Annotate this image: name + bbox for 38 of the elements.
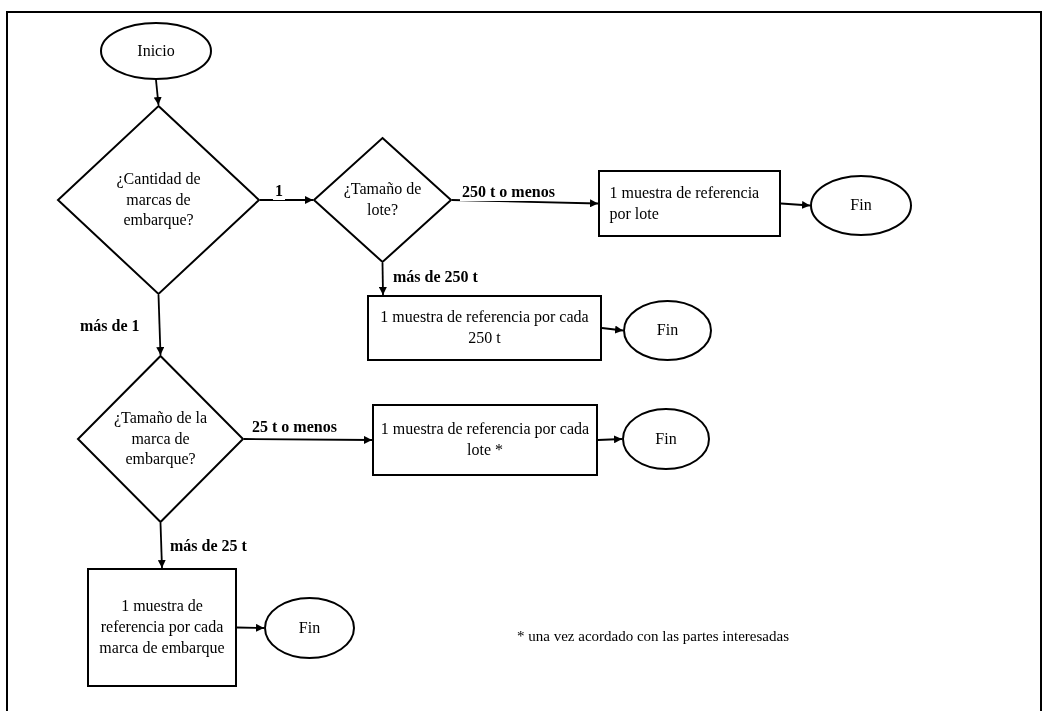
footnote: * una vez acordado con las partes interesadas (517, 628, 789, 645)
decision-diamond (313, 137, 452, 263)
arrow (780, 200, 811, 209)
node-text: 1 muestra de referencia por cada marca de embarque (98, 596, 226, 659)
arrow (259, 196, 314, 204)
node-text: ¿Tamaño de la marca de embarque? (112, 407, 209, 470)
node-text: ¿Cantidad de marcas de embarque? (115, 168, 202, 231)
node-text: Fin (849, 195, 873, 216)
arrow (601, 325, 624, 334)
arrow (378, 262, 387, 296)
edge-label: 250 t o menos (460, 183, 557, 201)
decision-diamond (57, 105, 260, 295)
process-box (598, 170, 781, 237)
arrow (236, 623, 265, 632)
arrow (153, 79, 162, 106)
node-text: 1 muestra de referencia por lote (609, 182, 761, 225)
process-box (372, 404, 598, 476)
arrow (451, 199, 599, 208)
process-box (367, 295, 602, 361)
terminal-ellipse (810, 175, 912, 236)
node-text: ¿Tamaño de lote? (342, 179, 423, 220)
terminal-ellipse (100, 22, 212, 80)
node-text: Inicio (136, 40, 176, 61)
node-text: Fin (655, 320, 680, 341)
arrow (156, 294, 165, 356)
process-box (87, 568, 237, 687)
arrow (157, 522, 166, 569)
terminal-ellipse (623, 300, 712, 361)
node-text: Fin (654, 428, 678, 449)
terminal-ellipse (264, 597, 355, 659)
decision-diamond (77, 355, 244, 523)
terminal-ellipse (622, 408, 710, 470)
edge-label: 1 (273, 182, 285, 200)
node-text: 1 muestra de referencia por cada 250 t (379, 307, 590, 348)
arrow (243, 435, 373, 444)
node-text: 1 muestra de referencia por cada lote * (380, 419, 590, 460)
arrow (597, 435, 623, 444)
node-text: Fin (297, 617, 322, 638)
